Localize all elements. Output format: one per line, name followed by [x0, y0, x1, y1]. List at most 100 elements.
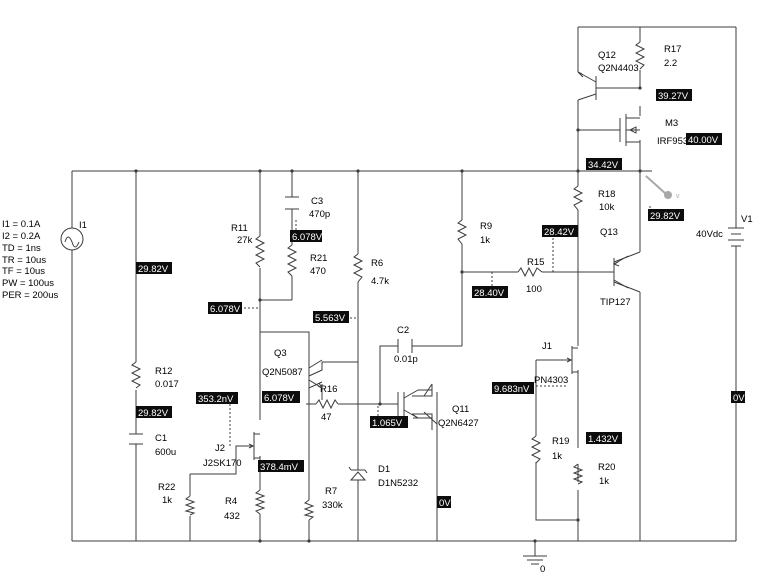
J2-value: J2SK170 — [203, 458, 242, 469]
resistor-R7[interactable] — [303, 499, 315, 521]
resistor-R12[interactable] — [130, 361, 142, 389]
svg-text:6.078V: 6.078V — [292, 232, 323, 243]
resistor-R19[interactable] — [530, 435, 542, 464]
R20-value: 1k — [599, 476, 609, 487]
probe-leaders — [229, 88, 716, 446]
M3-value: IRF9530 — [657, 136, 693, 147]
R15-ref: R15 — [527, 257, 544, 268]
voltage-label: 34.42V — [586, 158, 622, 171]
current-source-I1[interactable] — [60, 227, 84, 251]
capacitor-C1[interactable] — [129, 433, 143, 445]
svg-text:9.683nV: 9.683nV — [494, 384, 530, 395]
svg-text:29.82V: 29.82V — [138, 408, 169, 419]
voltage-label: 1.432V — [586, 432, 622, 445]
transistor-Q13[interactable] — [612, 255, 629, 289]
C2-ref: C2 — [397, 325, 409, 336]
voltage-label: 1.065V — [370, 416, 408, 429]
C1-value: 600u — [155, 447, 176, 458]
voltage-label: 5.563V — [313, 311, 349, 324]
R9-value: 1k — [480, 235, 490, 246]
I1-param-per: PER = 200us — [2, 290, 58, 301]
voltage-label: 6.078V — [290, 230, 323, 243]
jfet-J1[interactable] — [566, 346, 578, 374]
svg-text:0V: 0V — [733, 393, 745, 404]
I1-param-td: TD = 1ns — [2, 243, 41, 254]
voltage-label: 0V — [731, 391, 745, 404]
V1-ref: V1 — [741, 214, 753, 225]
R19-ref: R19 — [552, 436, 569, 447]
voltage-label: 378.4mV — [258, 460, 304, 473]
resistor-R22[interactable] — [184, 495, 196, 516]
transistor-Q11[interactable] — [397, 383, 438, 430]
transistor-Q3[interactable] — [308, 356, 324, 392]
resistor-R9[interactable] — [456, 219, 468, 245]
svg-text:34.42V: 34.42V — [588, 160, 619, 171]
svg-text:378.4mV: 378.4mV — [260, 462, 299, 473]
J2-ref: J2 — [215, 443, 225, 454]
R18-value: 10k — [599, 202, 615, 213]
I1-param-i1: I1 = 0.1A — [2, 219, 41, 230]
ground-label: 0 — [540, 564, 545, 575]
svg-text:29.82V: 29.82V — [650, 211, 681, 222]
svg-text:5.563V: 5.563V — [315, 313, 346, 324]
resistor-R16[interactable] — [315, 398, 339, 410]
svg-text:0V: 0V — [439, 498, 451, 509]
R22-ref: R22 — [158, 482, 175, 493]
svg-text:29.82V: 29.82V — [138, 264, 169, 275]
jfet-J2[interactable] — [246, 432, 260, 460]
J1-value: PN4303 — [534, 375, 568, 386]
capacitor-C2[interactable] — [397, 339, 413, 353]
voltage-label: 29.82V — [136, 406, 172, 419]
R22-value: 1k — [162, 495, 172, 506]
R21-value: 470 — [310, 266, 326, 277]
svg-text:40.00V: 40.00V — [688, 135, 719, 146]
R21-ref: R21 — [310, 253, 327, 264]
voltage-label: 28.42V — [542, 225, 578, 238]
M3-ref: M3 — [665, 118, 678, 129]
C3-value: 470p — [309, 209, 330, 220]
mosfet-M3[interactable] — [619, 114, 640, 146]
Q3-value: Q2N5087 — [262, 367, 303, 378]
R7-value: 330k — [322, 500, 343, 511]
I1-param-i2: I2 = 0.2A — [2, 231, 41, 242]
capacitor-C3[interactable] — [285, 196, 299, 210]
R12-ref: R12 — [155, 366, 172, 377]
zener-diode-D1[interactable] — [348, 466, 368, 492]
Q12-ref: Q12 — [598, 50, 616, 61]
svg-text:28.40V: 28.40V — [474, 288, 505, 299]
svg-text:353.2nV: 353.2nV — [198, 394, 234, 405]
resistor-R20[interactable] — [572, 463, 584, 485]
R16-value: 47 — [321, 412, 332, 423]
Q12-value: Q2N4403 — [598, 63, 639, 74]
voltage-label: 29.82V — [648, 209, 684, 222]
resistor-R18[interactable] — [572, 185, 584, 211]
C3-ref: C3 — [311, 196, 323, 207]
I1-param-tf: TF = 10us — [2, 266, 45, 277]
voltage-label: 39.27V — [656, 89, 692, 102]
C2-value: 0.01p — [394, 354, 418, 365]
R12-value: 0.017 — [155, 379, 179, 390]
svg-text:1.065V: 1.065V — [372, 418, 403, 429]
resistor-R6[interactable] — [352, 253, 364, 283]
voltage-label: 40.00V — [686, 133, 722, 146]
resistor-R17[interactable] — [634, 41, 646, 70]
junction-dots — [134, 86, 642, 543]
resistor-R21[interactable] — [286, 244, 298, 277]
resistor-R4[interactable] — [254, 489, 266, 515]
resistor-R15[interactable] — [517, 266, 543, 278]
R11-value: 27k — [237, 235, 253, 246]
svg-text:28.42V: 28.42V — [544, 227, 575, 238]
R16-ref: R16 — [320, 384, 337, 395]
Q11-value: Q2N6427 — [438, 418, 479, 429]
R6-ref: R6 — [371, 258, 383, 269]
R4-ref: R4 — [225, 496, 237, 507]
voltage-label: 6.078V — [208, 302, 242, 315]
resistor-R11[interactable] — [254, 235, 266, 268]
I1-param-pw: PW = 100us — [2, 278, 54, 289]
transistor-Q12[interactable] — [577, 71, 597, 101]
voltage-label: 353.2nV — [196, 392, 238, 405]
voltage-source-V1[interactable] — [728, 224, 744, 250]
ground-symbol — [523, 555, 547, 565]
I1-ref: I1 — [79, 220, 87, 231]
voltage-probe-marker[interactable]: v — [645, 175, 680, 200]
